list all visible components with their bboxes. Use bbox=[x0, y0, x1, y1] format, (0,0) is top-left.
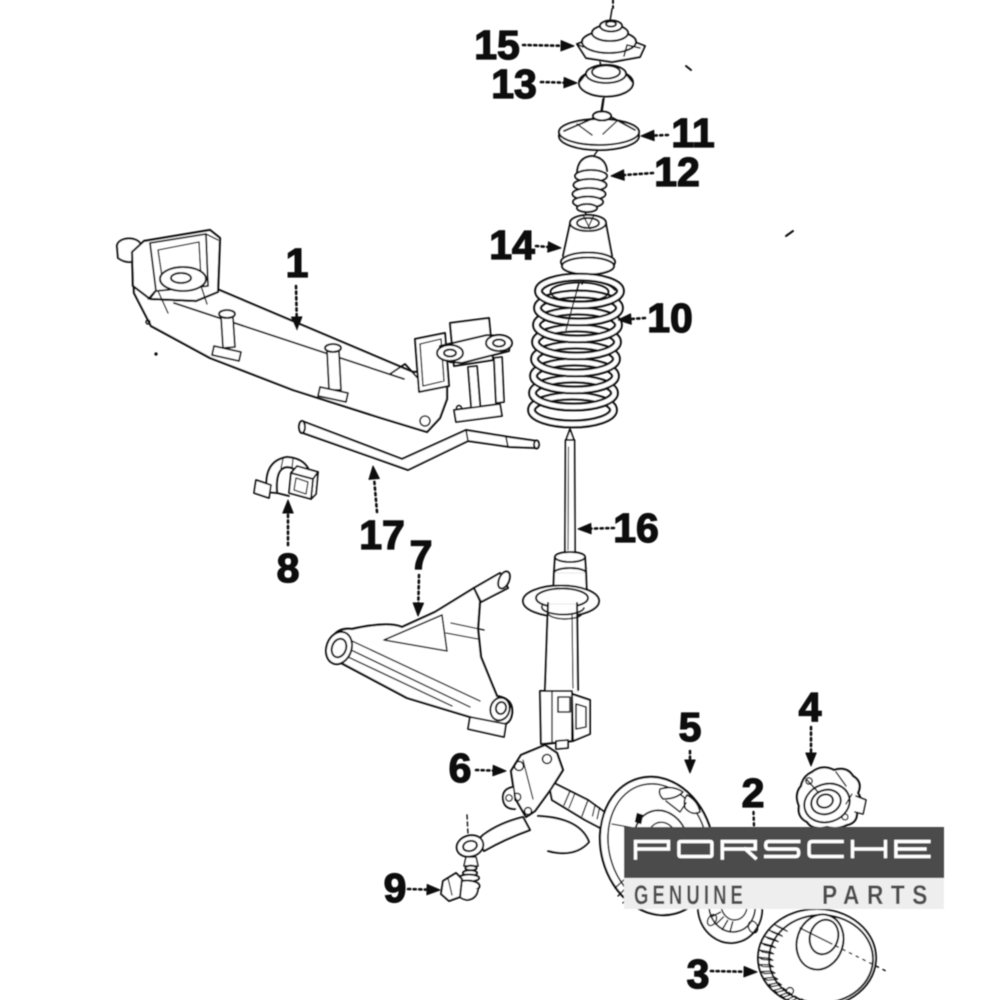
svg-text:4: 4 bbox=[799, 684, 822, 730]
svg-text:PARTS: PARTS bbox=[822, 880, 935, 910]
svg-text:11: 11 bbox=[671, 110, 714, 156]
svg-text:14: 14 bbox=[489, 222, 535, 268]
svg-text:10: 10 bbox=[647, 295, 693, 341]
svg-text:8: 8 bbox=[277, 545, 300, 591]
svg-text:GENUINE: GENUINE bbox=[634, 880, 747, 910]
svg-text:3: 3 bbox=[687, 951, 710, 997]
svg-text:7: 7 bbox=[410, 532, 433, 578]
svg-text:6: 6 bbox=[449, 745, 472, 791]
svg-text:2: 2 bbox=[742, 770, 765, 816]
svg-text:16: 16 bbox=[613, 505, 659, 551]
svg-text:15: 15 bbox=[474, 22, 520, 68]
svg-text:1: 1 bbox=[286, 240, 309, 286]
svg-text:9: 9 bbox=[384, 865, 407, 911]
svg-text:13: 13 bbox=[491, 61, 537, 107]
svg-text:17: 17 bbox=[359, 512, 405, 558]
svg-text:5: 5 bbox=[679, 704, 702, 750]
svg-text:12: 12 bbox=[654, 149, 700, 195]
